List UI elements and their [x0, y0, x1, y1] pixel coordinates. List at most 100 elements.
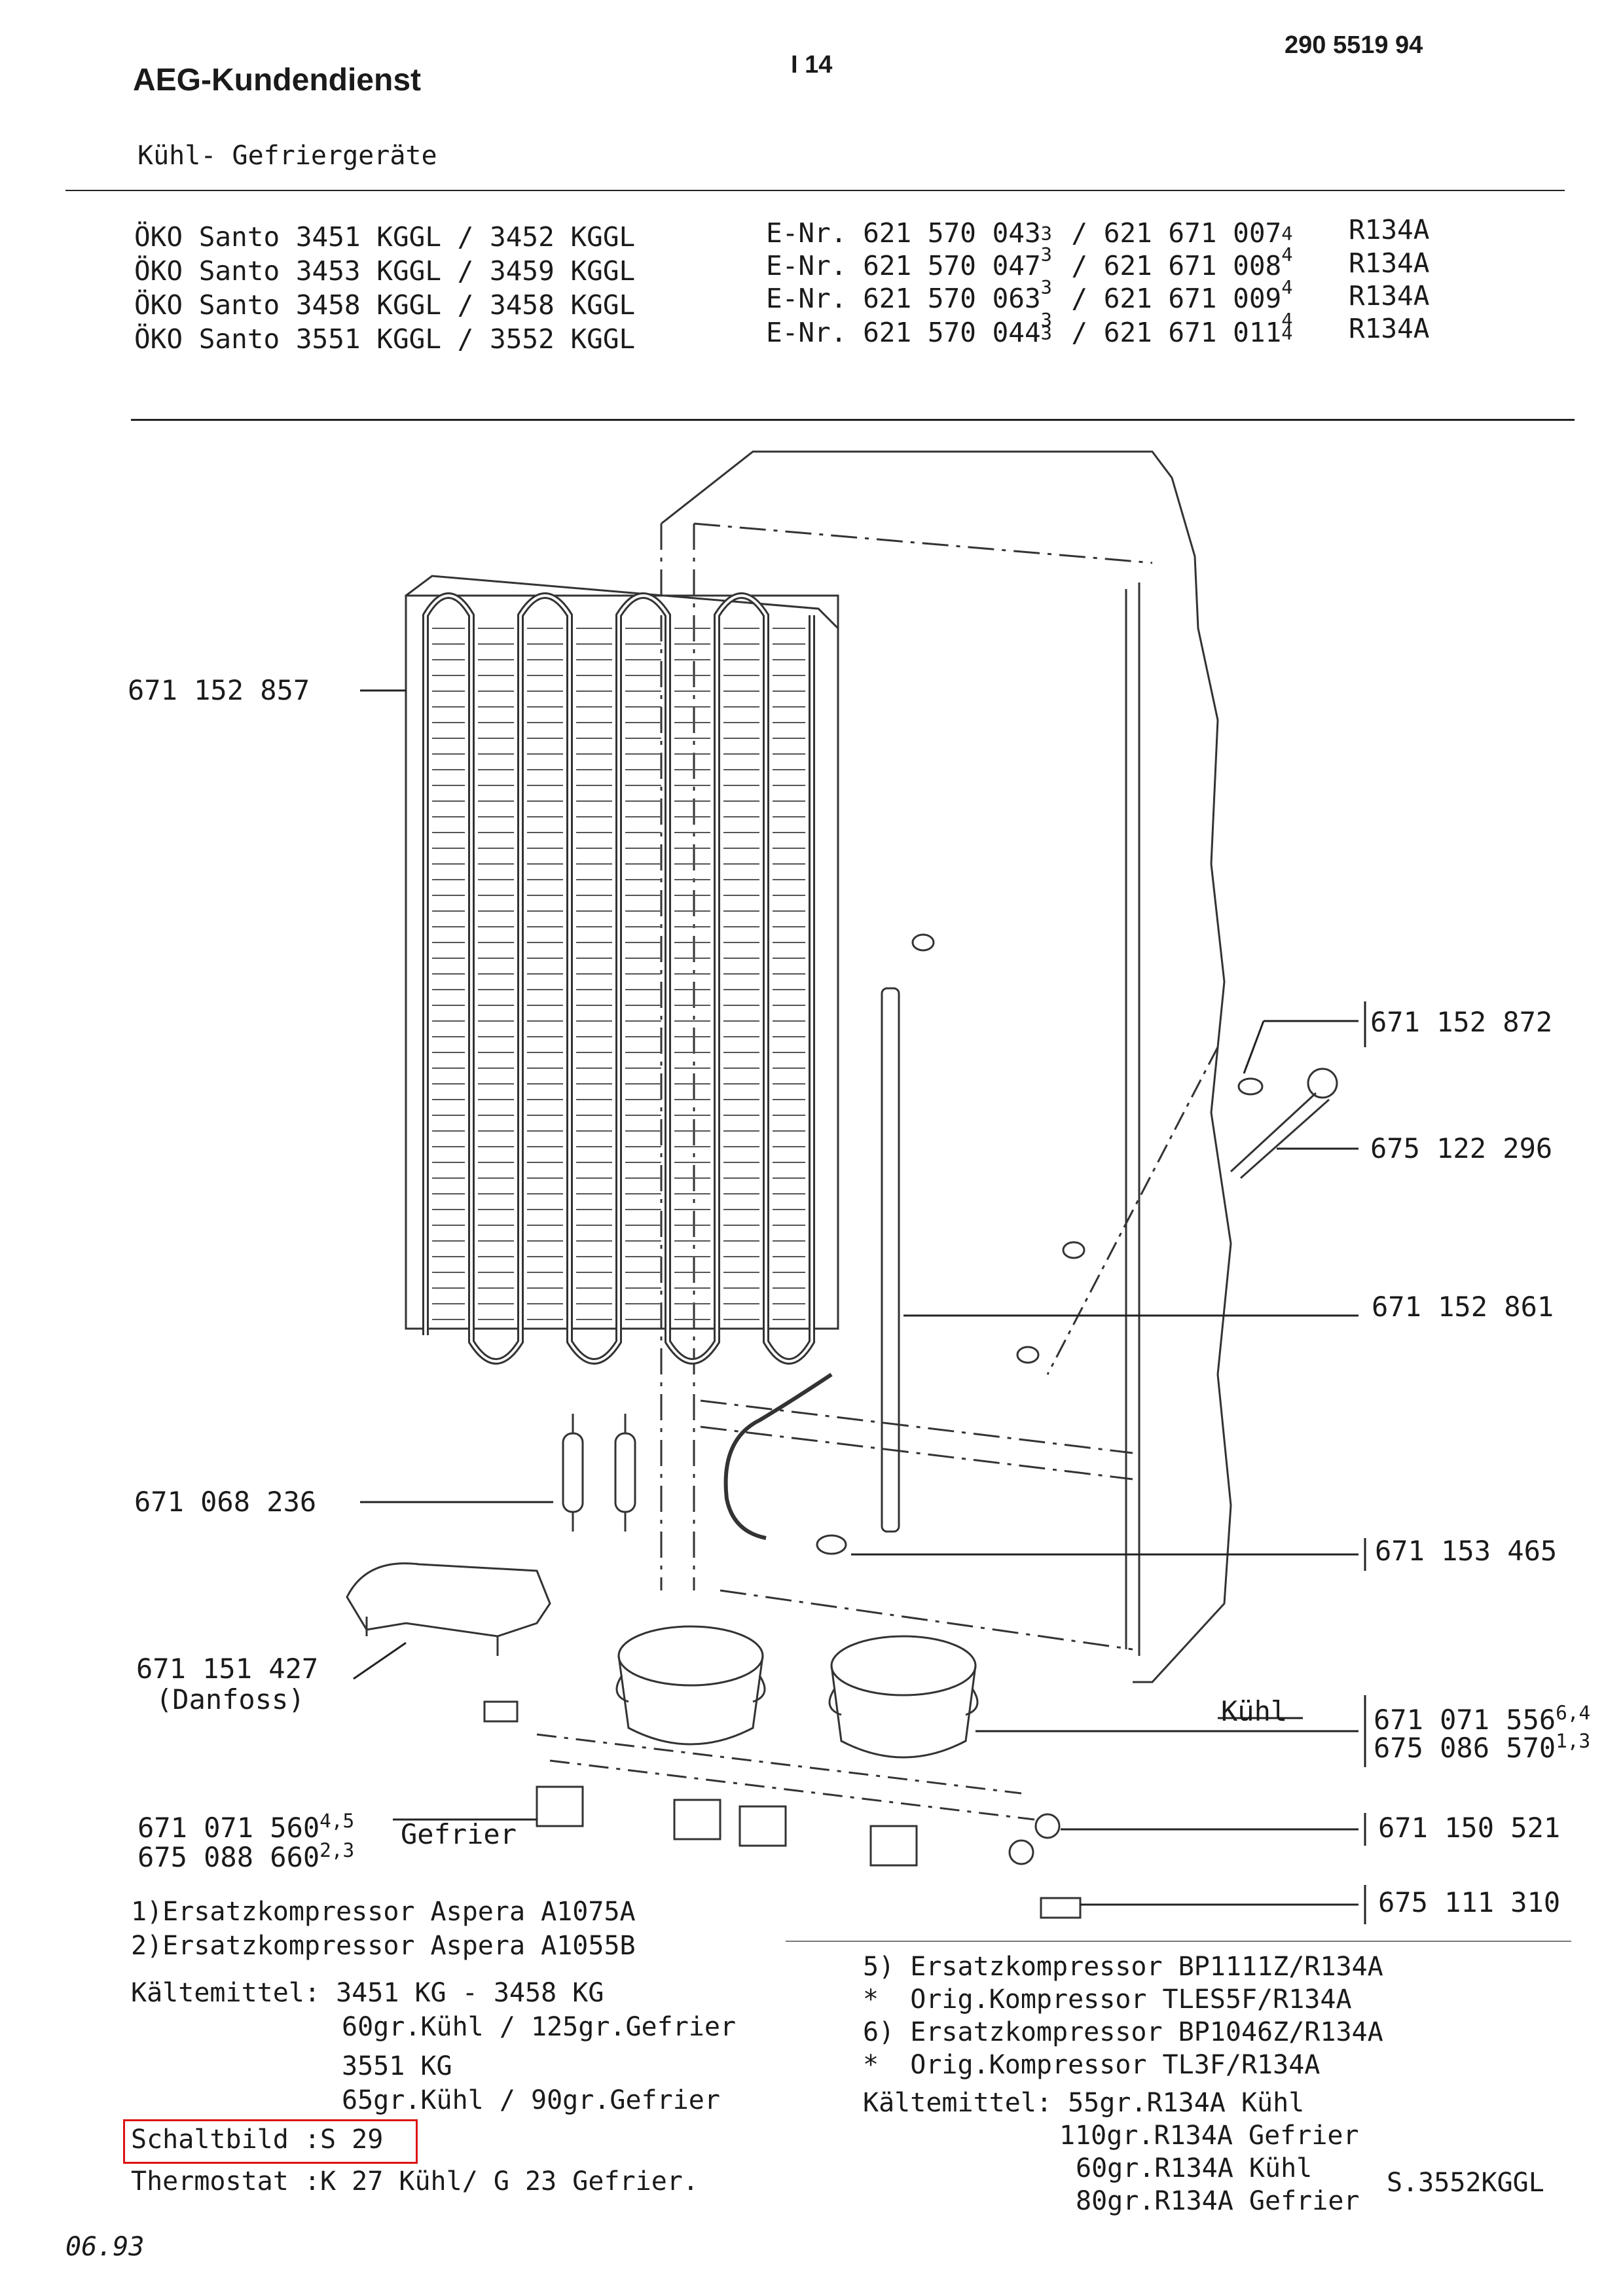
cabinet-outline [661, 450, 1232, 1683]
note-refrigerant-heading: Kältemittel: 3451 KG - 3458 KG [131, 1978, 604, 2008]
note-replacement-compressor-5: 5) Ersatzkompressor BP1111Z/R134A [863, 1952, 1383, 1982]
filter-drier-icon [614, 1432, 636, 1513]
footnote-ref: 1,3 [1556, 1730, 1591, 1752]
enr-a: 621 570 047 [863, 250, 1041, 281]
document-number: 290 5519 94 [1285, 31, 1423, 59]
note-refrigerant-right: 110gr.R134A Gefrier [1059, 2121, 1359, 2151]
bracket-icon [346, 1562, 551, 1638]
header-rule [65, 190, 1565, 191]
date-stamp: 06.93 [65, 2232, 145, 2262]
model-row: ÖKO Santo 3453 KGGL / 3459 KGGL [134, 255, 635, 289]
refrigerant: R134A [1349, 247, 1430, 279]
note-refrigerant-amount: 60gr.Kühl / 125gr.Gefrier [342, 2012, 737, 2042]
table-rule [131, 419, 1575, 421]
grommet-icon [1034, 1813, 1061, 1839]
part-number-465: 671 153 465 [1375, 1535, 1558, 1567]
enr-b: / 621 671 009 [1071, 283, 1282, 314]
note-refrigerant-model: 3551 KG [342, 2051, 452, 2081]
valve-icon [1237, 1077, 1264, 1096]
enr-b: / 621 671 011 [1071, 317, 1282, 348]
compressor-gefrier-icon [617, 1625, 764, 1687]
part-number-861: 671 152 861 [1372, 1291, 1554, 1323]
part-number-kuehl-compressor-b: 675 086 5701,3 [1374, 1730, 1590, 1764]
model-row: ÖKO Santo 3458 KGGL / 3458 KGGL [134, 289, 635, 323]
mount-clip-icon [739, 1805, 787, 1847]
enr-b-sup: 4 [1281, 322, 1293, 344]
schaltbild-text: Schaltbild :S 29 [131, 2125, 384, 2155]
enr-b-sub: 4 [1281, 276, 1293, 298]
part-number-872: 671 152 872 [1370, 1006, 1553, 1038]
part-number-bracket: 671 151 427 [136, 1653, 319, 1685]
note-refrigerant-right: 80gr.R134A Gefrier [1076, 2186, 1360, 2216]
note-original-compressor-6: * Orig.Kompressor TL3F/R134A [863, 2050, 1321, 2080]
label-gefrier: Gefrier [401, 1818, 517, 1850]
leader-line [353, 1641, 407, 1680]
note-refrigerant-right: Kältemittel: 55gr.R134A Kühl [863, 2088, 1305, 2118]
model-name: ÖKO Santo 3451 KGGL / 3452 KGGL [134, 221, 636, 253]
mount-clip-icon [483, 1700, 519, 1723]
refrigerant: R134A [1349, 280, 1430, 312]
schaltbild-highlight [123, 2119, 418, 2164]
part-number-310: 675 111 310 [1378, 1886, 1561, 1918]
part-number-filter-drier: 671 068 236 [134, 1486, 317, 1518]
part-number-521: 671 150 521 [1378, 1812, 1561, 1844]
condenser-fins [432, 628, 805, 1320]
enr-label: E-Nr. [766, 217, 847, 249]
part-number-text: 675 086 570 [1374, 1732, 1556, 1764]
enr-a: 621 570 044 [863, 317, 1041, 348]
enr-a: 621 570 063 [863, 283, 1041, 314]
note-replacement-compressor-1: 1)Ersatzkompressor Aspera A1075A [131, 1897, 636, 1927]
enr-a-sup: 3 [1040, 223, 1052, 245]
model-reference: S.3552KGGL [1387, 2168, 1544, 2198]
part-number-text: 671 071 556 [1374, 1704, 1556, 1736]
mount-clip-icon [869, 1825, 918, 1867]
enr-b: / 621 671 008 [1071, 250, 1282, 281]
filter-drier-icon [562, 1432, 584, 1513]
enr-a: 621 570 043 [863, 217, 1041, 249]
model-name: ÖKO Santo 3551 KGGL / 3552 KGGL [134, 323, 636, 355]
footnote-ref: 6,4 [1556, 1702, 1591, 1724]
grommet-icon [1008, 1839, 1034, 1865]
footnote-ref: 4,5 [319, 1810, 355, 1832]
model-row: ÖKO Santo 3451 KGGL / 3452 KGGL [134, 221, 635, 255]
part-number-condenser: 671 152 857 [128, 674, 310, 706]
part-number-text: 675 088 660 [137, 1841, 320, 1873]
refrigerant: R134A [1349, 214, 1430, 245]
enr-a-sup: 3 [1040, 322, 1052, 344]
condenser-coil [422, 592, 815, 1365]
notes-box-top [786, 1941, 1571, 1942]
brand-title: AEG-Kundendienst [133, 63, 421, 98]
mount-clip-icon [536, 1785, 584, 1827]
enr-a-sub: 3 [1040, 309, 1052, 331]
part-number-text: 671 071 560 [137, 1812, 320, 1844]
mount-clip-icon [1040, 1897, 1082, 1919]
enr-label: E-Nr. [766, 317, 847, 348]
model-row: ÖKO Santo 3551 KGGL / 3552 KGGL [134, 323, 635, 357]
enr-b-sub: 4 [1281, 243, 1293, 266]
model-name: ÖKO Santo 3453 KGGL / 3459 KGGL [134, 255, 636, 287]
part-number-296: 675 122 296 [1370, 1132, 1553, 1164]
part-number-gefrier-compressor-b: 675 088 6602,3 [137, 1839, 354, 1873]
part-number-kuehl-compressor-a: 671 071 5566,4 [1374, 1702, 1590, 1736]
tube-icon [881, 987, 900, 1533]
note-refrigerant-right: 60gr.R134A Kühl [1076, 2153, 1313, 2183]
model-name: ÖKO Santo 3458 KGGL / 3458 KGGL [134, 289, 636, 321]
note-refrigerant-amount: 65gr.Kühl / 90gr.Gefrier [342, 2085, 720, 2115]
enr-a-sub: 3 [1040, 243, 1052, 266]
enr-b-sub: 4 [1281, 309, 1293, 331]
page-code: I 14 [791, 51, 833, 79]
enr-label: E-Nr. [766, 250, 847, 281]
part-number-gefrier-compressor-a: 671 071 5604,5 [137, 1810, 354, 1844]
mount-clip-icon [673, 1799, 721, 1840]
footnote-ref: 2,3 [319, 1839, 355, 1861]
note-original-compressor-5: * Orig.Kompressor TLES5F/R134A [863, 1984, 1352, 2015]
compressor-kuehl-icon [830, 1635, 977, 1696]
refrigerant: R134A [1349, 313, 1430, 344]
part-note-danfoss: (Danfoss) [156, 1683, 305, 1715]
enr-label: E-Nr. [766, 283, 847, 314]
